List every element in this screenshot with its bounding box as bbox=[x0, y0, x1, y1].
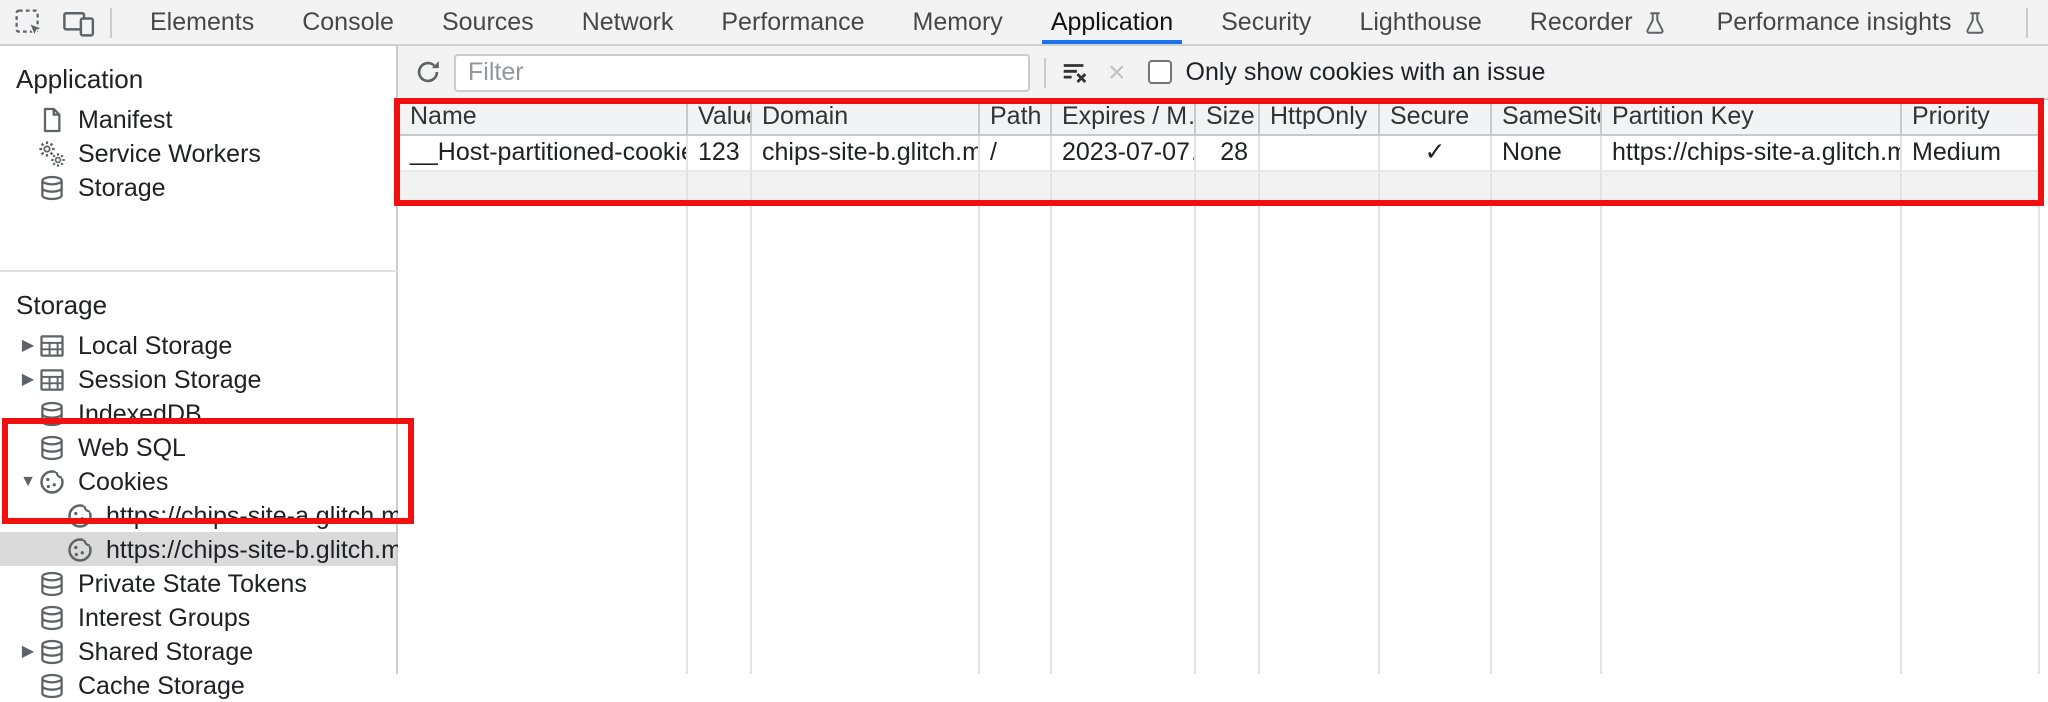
sidebar-item-indexeddb[interactable]: IndexedDB bbox=[0, 396, 396, 430]
column-header-value[interactable]: Value bbox=[688, 100, 752, 136]
sidebar-item-local-storage[interactable]: Local Storage bbox=[0, 328, 396, 362]
filter-input[interactable] bbox=[454, 53, 1030, 91]
cookie-icon bbox=[66, 501, 94, 529]
document-icon bbox=[38, 105, 66, 133]
tab-lighthouse[interactable]: Lighthouse bbox=[1359, 8, 1482, 36]
sidebar-section-divider bbox=[0, 270, 398, 272]
clear-filter-icon[interactable] bbox=[1060, 57, 1090, 87]
database-icon bbox=[38, 671, 66, 699]
devtools-tab-bar: Elements Console Sources Network Perform… bbox=[0, 0, 2048, 46]
sidebar-item-private-state-tokens[interactable]: Private State Tokens bbox=[0, 566, 396, 600]
cookie-icon bbox=[66, 535, 94, 563]
database-icon bbox=[38, 603, 66, 631]
empty-table-area bbox=[400, 204, 2042, 674]
table-grid-icon bbox=[38, 365, 66, 393]
cookies-toolbar: × Only show cookies with an issue bbox=[398, 46, 2048, 100]
sidebar-item-cookies-chips-site-b[interactable]: https://chips-site-b.glitch.me bbox=[0, 532, 416, 566]
tree-expander-icon[interactable] bbox=[18, 642, 38, 660]
sidebar-item-cookies-chips-site-a[interactable]: https://chips-site-a.glitch.me bbox=[0, 498, 416, 532]
column-header-samesite[interactable]: SameSite bbox=[1492, 100, 1602, 136]
divider bbox=[110, 7, 112, 37]
sidebar-item-web-sql[interactable]: Web SQL bbox=[0, 430, 396, 464]
column-header-priority[interactable]: Priority bbox=[1902, 100, 2040, 136]
tab-performance-insights[interactable]: Performance insights bbox=[1693, 0, 2012, 44]
devtools-window: Elements Console Sources Network Perform… bbox=[0, 0, 2048, 674]
column-header-name[interactable]: Name bbox=[400, 100, 688, 136]
device-toolbar-icon[interactable] bbox=[62, 7, 96, 37]
cookie-path-cell: / bbox=[980, 136, 1052, 172]
cookie-icon bbox=[38, 467, 66, 495]
cookie-size-cell: 28 bbox=[1196, 136, 1260, 172]
tree-expander-icon[interactable] bbox=[18, 370, 38, 388]
cookie-name-cell: __Host-partitioned-cookie bbox=[400, 136, 688, 172]
tab-sources[interactable]: Sources bbox=[441, 8, 534, 36]
tab-memory[interactable]: Memory bbox=[912, 8, 1003, 36]
sidebar-item-session-storage[interactable]: Session Storage bbox=[0, 362, 396, 396]
cookie-row-host-partitioned-cookie[interactable]: __Host-partitioned-cookie 123 chips-site… bbox=[400, 136, 2042, 172]
cookie-priority-cell: Medium bbox=[1902, 136, 2040, 172]
tab-console[interactable]: Console bbox=[302, 8, 394, 36]
sidebar-item-cookies[interactable]: Cookies bbox=[0, 464, 396, 498]
tree-expander-icon[interactable] bbox=[18, 336, 38, 354]
cookie-domain-cell: chips-site-b.glitch.me bbox=[752, 136, 980, 172]
sidebar-item-service-workers[interactable]: Service Workers bbox=[0, 136, 396, 170]
database-icon bbox=[38, 173, 66, 201]
delete-cookie-icon[interactable]: × bbox=[1108, 55, 1126, 89]
tab-network[interactable]: Network bbox=[581, 8, 674, 36]
tab-performance[interactable]: Performance bbox=[721, 8, 865, 36]
sidebar-item-shared-storage[interactable]: Shared Storage bbox=[0, 634, 396, 668]
cookie-partition-key-cell: https://chips-site-a.glitch.me bbox=[1602, 136, 1902, 172]
divider bbox=[2025, 7, 2028, 37]
tab-security[interactable]: Security bbox=[1221, 8, 1312, 36]
cookies-table: Name Value Domain Path Expires / M… Size… bbox=[400, 100, 2042, 674]
application-section-title: Application bbox=[16, 64, 144, 94]
application-sidebar: Application Manifest Service Workers Sto… bbox=[0, 46, 416, 699]
experiment-flask-icon bbox=[1961, 9, 1987, 35]
inspect-element-icon[interactable] bbox=[14, 7, 44, 37]
tab-recorder[interactable]: Recorder bbox=[1506, 0, 1693, 44]
cookies-table-header: Name Value Domain Path Expires / M… Size… bbox=[400, 100, 2042, 136]
sidebar-item-cache-storage[interactable]: Cache Storage bbox=[0, 668, 396, 702]
tab-elements[interactable]: Elements bbox=[150, 8, 255, 36]
cookies-pane: × Only show cookies with an issue Name V… bbox=[398, 46, 2048, 674]
column-header-expires[interactable]: Expires / M… bbox=[1052, 100, 1196, 136]
refresh-icon[interactable] bbox=[414, 58, 442, 86]
experiment-flask-icon bbox=[1643, 9, 1669, 35]
panel-tabs: Elements Console Sources Network Perform… bbox=[126, 0, 2011, 44]
divider bbox=[1044, 57, 1046, 87]
cookie-value-cell: 123 bbox=[688, 136, 752, 172]
database-icon bbox=[38, 637, 66, 665]
column-header-partition-key[interactable]: Partition Key bbox=[1602, 100, 1902, 136]
database-icon bbox=[38, 433, 66, 461]
storage-section-title: Storage bbox=[16, 290, 108, 320]
sidebar-item-storage[interactable]: Storage bbox=[0, 170, 396, 204]
tree-expander-icon[interactable] bbox=[18, 472, 38, 490]
sidebar-item-interest-groups[interactable]: Interest Groups bbox=[0, 600, 396, 634]
column-header-domain[interactable]: Domain bbox=[752, 100, 980, 136]
issue-only-checkbox[interactable] bbox=[1147, 60, 1172, 84]
cookie-expires-cell: 2023-07-07… bbox=[1052, 136, 1196, 172]
column-header-secure[interactable]: Secure bbox=[1380, 100, 1492, 136]
table-grid-icon bbox=[38, 331, 66, 359]
column-header-path[interactable]: Path bbox=[980, 100, 1052, 136]
database-icon bbox=[38, 399, 66, 427]
cookie-secure-cell: ✓ bbox=[1380, 136, 1492, 172]
gears-icon bbox=[38, 139, 66, 167]
tab-application[interactable]: Application bbox=[1027, 0, 1197, 44]
issue-only-checkbox-label: Only show cookies with an issue bbox=[1185, 58, 1546, 86]
database-icon bbox=[38, 569, 66, 597]
cookie-httponly-cell bbox=[1260, 136, 1380, 172]
empty-table-row bbox=[400, 172, 2042, 204]
column-header-httponly[interactable]: HttpOnly bbox=[1260, 100, 1380, 136]
cookie-samesite-cell: None bbox=[1492, 136, 1602, 172]
sidebar-item-manifest[interactable]: Manifest bbox=[0, 102, 396, 136]
column-header-size[interactable]: Size bbox=[1196, 100, 1260, 136]
